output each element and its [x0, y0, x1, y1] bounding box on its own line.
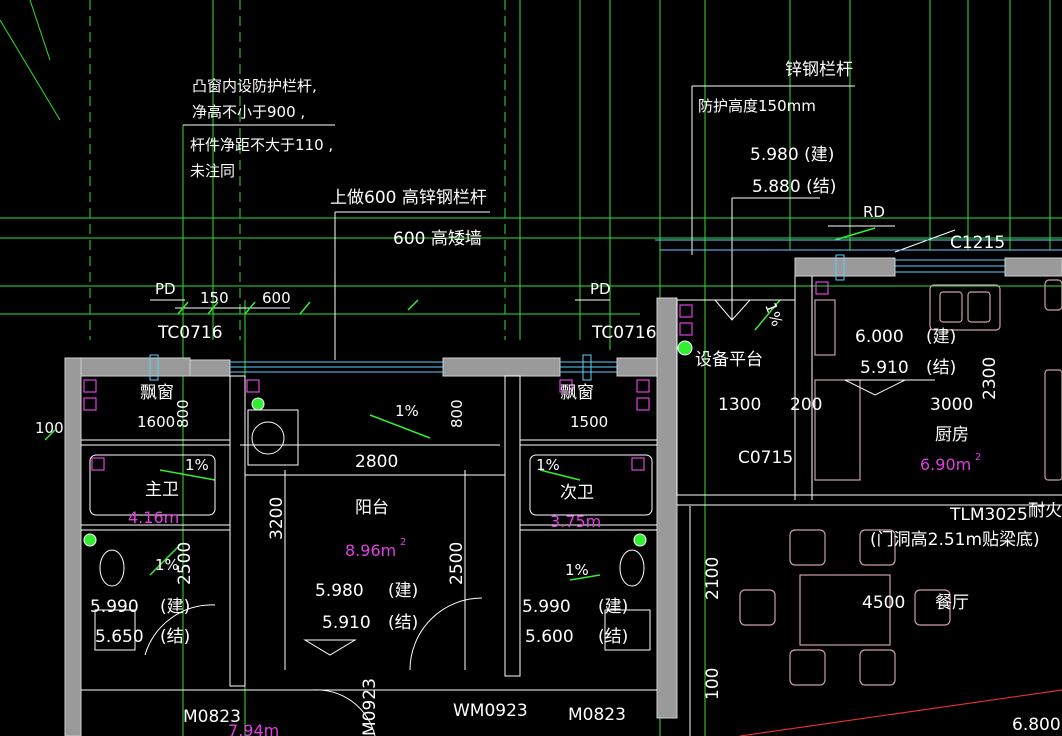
level-left-1: 5.990 [90, 597, 139, 617]
dim-2300: 2300 [980, 357, 1000, 400]
note-railing-600: 上做600 高锌钢栏杆 [330, 188, 487, 208]
label-tc0716-left: TC0716 [157, 323, 223, 343]
level-left-1-tag: (建) [160, 597, 190, 617]
dim-3000: 3000 [930, 395, 973, 415]
note-door-height: (门洞高2.51m贴梁底) [870, 530, 1040, 550]
label-fire-rated: 耐火 [1028, 501, 1062, 521]
label-wm0923: WM0923 [453, 701, 528, 721]
area-kitchen: 6.90m [920, 455, 971, 474]
label-rd: RD [863, 203, 885, 221]
level-balcony-1-tag: (建) [388, 581, 418, 601]
level-top-structure: 5.880 (结) [752, 177, 836, 197]
level-top-building: 5.980 (建) [750, 145, 834, 165]
dim-1500: 1500 [570, 413, 608, 431]
level-balcony-2: 5.910 [322, 613, 371, 633]
dim-1600: 1600 [137, 413, 175, 431]
label-m0923: M0923 [360, 678, 380, 736]
dimension-ticks [44, 227, 876, 441]
level-right-1: 5.990 [522, 597, 571, 617]
slope-equipment: 1% [761, 300, 786, 329]
area-bath-main: 4.16m [128, 508, 179, 527]
dim-2800: 2800 [355, 452, 398, 472]
room-bath-main: 主卫 [145, 480, 179, 500]
label-c1215: C1215 [950, 233, 1005, 253]
level-right-2-tag: (结) [598, 627, 628, 647]
level-right-2: 5.600 [525, 627, 574, 647]
level-kitchen-2: 5.910 [860, 358, 909, 378]
slope-bath-main: 1% [185, 456, 209, 474]
area-bath-second: 3.75m [550, 512, 601, 531]
label-tlm3025: TLM3025 [949, 505, 1028, 525]
slope-bath-second-lower: 1% [565, 561, 589, 579]
windows [149, 239, 1062, 381]
dim-6800: 6.800 [1012, 715, 1061, 735]
drain-markers [83, 281, 829, 471]
label-m0823-right: M0823 [568, 705, 626, 725]
note-zinc-railing: 锌钢栏杆 [785, 60, 853, 80]
area-balcony-sup: 2 [400, 537, 406, 548]
room-kitchen: 厨房 [935, 425, 969, 445]
label-c0715: C0715 [738, 448, 793, 468]
dim-4500: 4500 [862, 593, 905, 613]
level-kitchen-2-tag: (结) [926, 358, 956, 378]
room-bay-right: 飘窗 [560, 383, 594, 403]
drain-circles [83, 340, 693, 547]
elevation-marks [303, 299, 906, 656]
room-balcony: 阳台 [355, 498, 389, 518]
slope-arrows [149, 299, 781, 581]
label-pd-left: PD [155, 280, 176, 298]
dim-800-left: 800 [174, 399, 192, 428]
area-kitchen-sup: 2 [975, 452, 981, 463]
dim-150: 150 [200, 289, 229, 307]
dim-2100: 2100 [703, 557, 723, 600]
note-bay-window-4: 未注同 [190, 162, 235, 180]
level-right-1-tag: (建) [598, 597, 628, 617]
door-swings [144, 597, 483, 736]
room-dining: 餐厅 [935, 593, 969, 613]
label-tc0716-right: TC0716 [591, 323, 657, 343]
furniture [739, 279, 1062, 686]
dim-100-bottom: 100 [703, 668, 723, 700]
room-bay-left: 飘窗 [140, 383, 174, 403]
note-bay-window-3: 杆件净距不大于110 , [190, 136, 333, 154]
dim-2500-mid: 2500 [447, 542, 467, 585]
room-bath-second: 次卫 [560, 483, 594, 503]
level-balcony-2-tag: (结) [388, 613, 418, 633]
level-kitchen-1-tag: (建) [926, 327, 956, 347]
dim-2500-left: 2500 [175, 542, 195, 585]
note-guard-height: 防护高度150mm [698, 97, 816, 115]
area-bottom: 7.94m [228, 721, 279, 736]
partitions [81, 276, 1062, 691]
level-balcony-1: 5.980 [315, 581, 364, 601]
room-equipment-platform: 设备平台 [695, 350, 763, 370]
slope-bath-main-lower: 1% [155, 556, 179, 574]
note-bay-window-2: 净高不小于900 , [192, 103, 305, 121]
dim-600: 600 [262, 289, 291, 307]
note-wall-600: 600 高矮墙 [393, 229, 482, 249]
dim-3200: 3200 [267, 497, 287, 540]
dim-100: 100 [35, 419, 64, 437]
label-pd-right: PD [590, 280, 611, 298]
slope-balcony: 1% [395, 402, 419, 420]
note-bay-window-1: 凸窗内设防护栏杆, [192, 77, 317, 95]
dim-200: 200 [790, 395, 822, 415]
bath-fixtures [89, 409, 653, 651]
dim-800-mid: 800 [448, 399, 466, 428]
area-balcony: 8.96m [345, 541, 396, 560]
label-m0823-left: M0823 [183, 707, 241, 727]
section-line [739, 689, 1062, 736]
slope-bath-second: 1% [536, 456, 560, 474]
level-kitchen-1: 6.000 [855, 327, 904, 347]
dim-1300: 1300 [718, 395, 761, 415]
level-left-2: 5.650 [95, 627, 144, 647]
level-left-2-tag: (结) [160, 627, 190, 647]
